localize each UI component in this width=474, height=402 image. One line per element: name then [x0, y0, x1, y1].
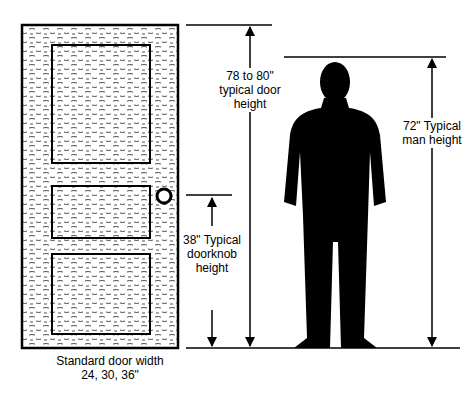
caption-label: Standard door width 24, 30, 36": [45, 353, 175, 383]
reference-line: [186, 194, 232, 196]
reference-line: [186, 24, 272, 26]
door-panel: [52, 186, 150, 238]
door: [22, 25, 178, 348]
door-panel: [52, 45, 150, 163]
dimension-arrow: [211, 310, 213, 346]
dimension-arrow: [211, 198, 213, 226]
man-silhouette: [284, 62, 386, 348]
dimension-label: 72" Typical man height: [399, 118, 465, 148]
dimension-arrow: [431, 59, 433, 346]
doorknob: [157, 189, 171, 203]
dimension-label: 38" Typical doorknob height: [180, 232, 244, 276]
door-panel: [52, 254, 150, 334]
dimension-label: 78 to 80" typical door height: [215, 68, 285, 112]
reference-line: [284, 56, 446, 58]
